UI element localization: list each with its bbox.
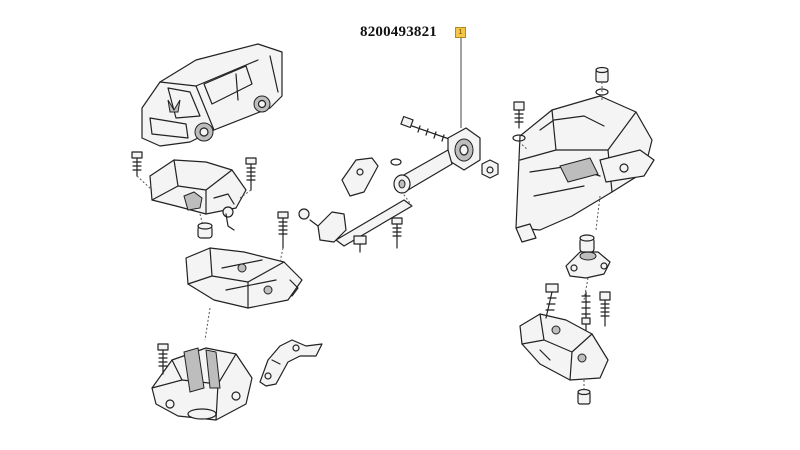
lower-left-mount: [151, 343, 253, 421]
bolt-icon: [599, 291, 611, 327]
bolt-icon: [513, 101, 525, 129]
bolt-icon: [391, 217, 403, 249]
bent-bracket: [259, 339, 323, 387]
nut-icon: [577, 388, 591, 405]
stud-icon: [581, 291, 591, 331]
part-number-label: 8200493821: [360, 24, 437, 40]
upper-right-mount: [512, 66, 655, 243]
right-rubber-mount: [565, 234, 611, 301]
rubber-bush-left: [197, 222, 213, 239]
bolt-icon: [277, 211, 289, 249]
lower-right-bracket: [519, 283, 611, 405]
bolt-icon: [400, 115, 453, 142]
torque-rod-assembly: [298, 115, 499, 253]
van-illustration: [141, 43, 283, 147]
bush-icon: [595, 66, 609, 96]
nut-icon: [481, 159, 499, 179]
bolt-icon: [157, 343, 169, 375]
bolt-icon: [131, 151, 143, 177]
bolt-icon: [545, 283, 559, 319]
middle-left-bracket: [185, 211, 303, 341]
part-marker-icon[interactable]: 1: [455, 27, 466, 38]
bolt-icon: [353, 235, 367, 253]
bolt-icon: [245, 157, 257, 191]
upper-left-mount: [131, 151, 257, 231]
